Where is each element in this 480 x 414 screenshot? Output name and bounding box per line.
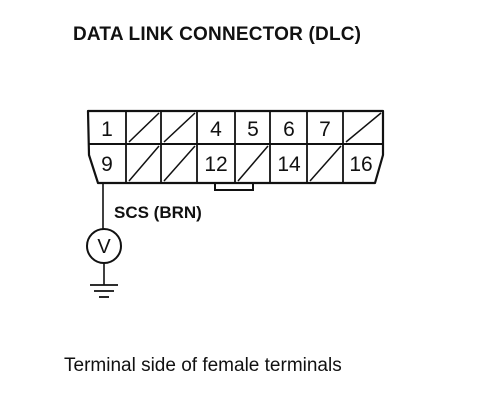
scs-wire-label: SCS (BRN)	[114, 203, 202, 222]
pin-4: 4	[210, 118, 222, 141]
pin-12: 12	[204, 153, 227, 176]
connector-key-tab	[214, 183, 254, 191]
voltmeter-symbol: V	[97, 236, 111, 258]
connector-outline	[86, 109, 385, 185]
cell-dividers	[125, 111, 344, 183]
pin-9: 9	[101, 153, 113, 176]
pin-7: 7	[319, 118, 331, 141]
diagram-title: DATA LINK CONNECTOR (DLC)	[73, 24, 362, 45]
diagram-caption: Terminal side of female terminals	[64, 355, 342, 376]
pin-5: 5	[247, 118, 259, 141]
pin-1: 1	[101, 118, 113, 141]
ground-icon	[90, 284, 118, 298]
pin-6: 6	[283, 118, 295, 141]
unused-cavity-slashes	[128, 112, 382, 182]
pin-16: 16	[349, 153, 372, 176]
pin-14: 14	[277, 153, 301, 176]
